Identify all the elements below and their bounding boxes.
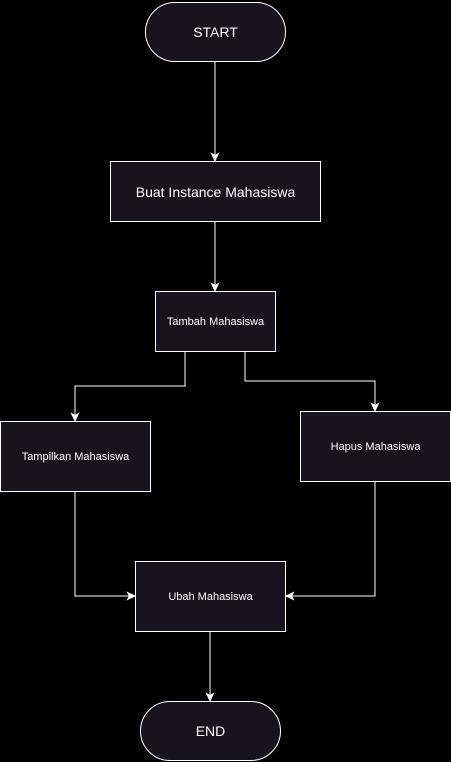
ubah-label: Ubah Mahasiswa [168,590,253,603]
arrowhead-buat [210,152,220,163]
arrowhead-hapus [370,402,380,413]
connector-tambah-to-tampilkan [74,352,186,415]
end-terminal: END [140,701,281,761]
connector-hapus-to-ubah [292,482,376,597]
end-label: END [195,723,226,739]
arrowhead-ubah-right [284,591,295,601]
arrowhead-tampilkan [70,412,80,423]
hapus-process: Hapus Mahasiswa [300,411,451,482]
buat-instance-label: Buat Instance Mahasiswa [135,183,296,200]
start-label: START [193,24,238,40]
connector-tampilkan-to-ubah [74,492,129,597]
hapus-label: Hapus Mahasiswa [330,440,421,453]
tambah-process: Tambah Mahasiswa [155,291,276,352]
tampilkan-process: Tampilkan Mahasiswa [0,421,151,492]
tambah-label: Tambah Mahasiswa [166,315,265,328]
tampilkan-label: Tampilkan Mahasiswa [21,450,130,463]
arrowhead-ubah-left [126,591,137,601]
buat-instance-process: Buat Instance Mahasiswa [110,161,321,222]
connector-tambah-to-hapus [244,352,376,405]
arrowhead-end [205,692,215,703]
start-terminal: START [145,2,286,62]
arrowhead-tambah [210,282,220,293]
ubah-process: Ubah Mahasiswa [135,561,286,632]
